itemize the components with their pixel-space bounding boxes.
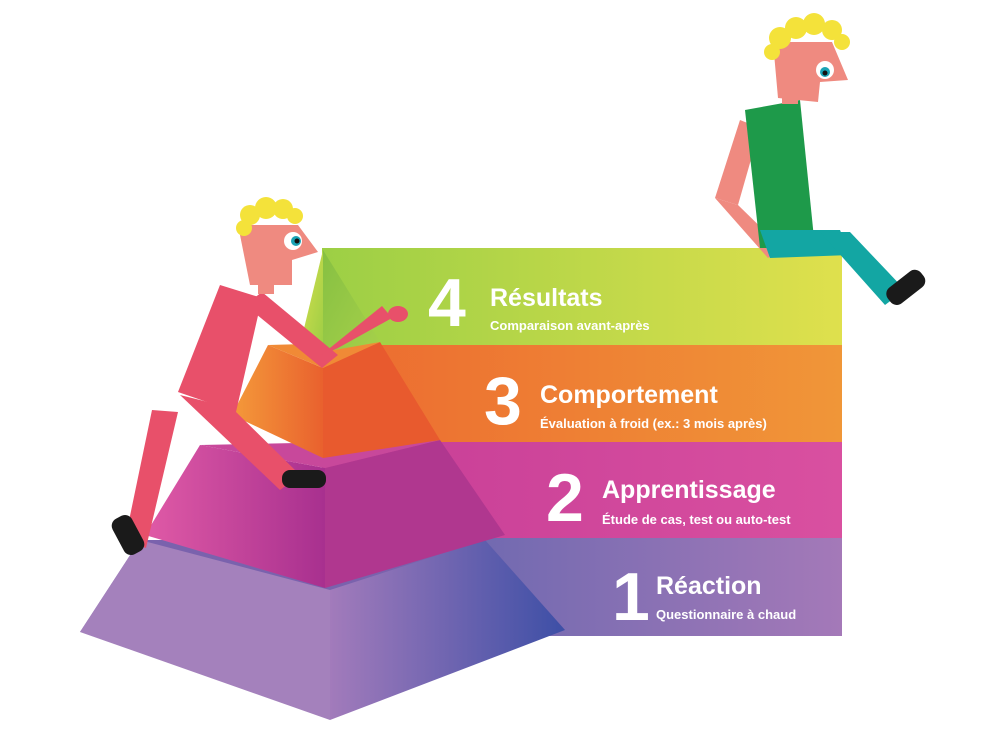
level-1-subtitle: Questionnaire à chaud	[656, 607, 796, 622]
person-climbing-icon	[111, 197, 408, 556]
level-2-title: Apprentissage	[602, 476, 776, 504]
level-4-number: 4	[428, 265, 466, 341]
level-label-1: 1 Réaction Questionnaire à chaud	[612, 559, 796, 635]
level-label-3: 3 Comportement Évaluation à froid (ex.: …	[484, 363, 767, 439]
level-4-subtitle: Comparaison avant-après	[490, 318, 650, 333]
level-label-4: 4 Résultats Comparaison avant-après	[428, 265, 650, 341]
level-3-number: 3	[484, 363, 522, 439]
level-4-title: Résultats	[490, 284, 603, 312]
pyramid-tier-1-right	[330, 540, 565, 720]
pyramid-tier-3-left	[232, 345, 323, 458]
pyramid-tier-1-left	[80, 540, 330, 720]
level-3-subtitle: Évaluation à froid (ex.: 3 mois après)	[540, 416, 767, 431]
level-3-title: Comportement	[540, 381, 718, 409]
level-1-title: Réaction	[656, 572, 762, 600]
level-1-number: 1	[612, 559, 650, 635]
band-level-4	[322, 248, 842, 346]
pyramid-tier-2-right	[325, 440, 505, 588]
pyramid-tip-left	[300, 250, 323, 352]
level-label-2: 2 Apprentissage Étude de cas, test ou au…	[546, 460, 791, 536]
level-2-subtitle: Étude de cas, test ou auto-test	[602, 512, 791, 527]
level-2-number: 2	[546, 460, 584, 536]
person-sitting-icon	[715, 13, 926, 305]
pyramid-tier-3-right	[323, 342, 440, 458]
